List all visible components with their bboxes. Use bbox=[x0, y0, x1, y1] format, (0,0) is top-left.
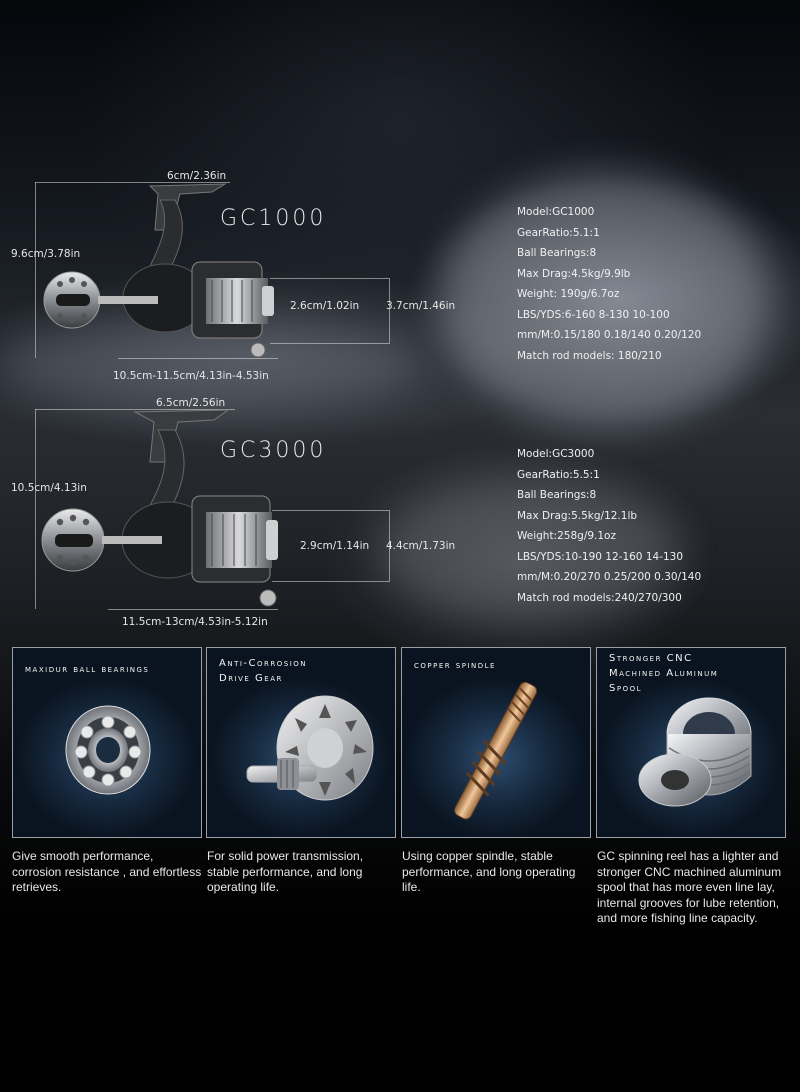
dim-line-bottom bbox=[118, 358, 278, 359]
dim-height-label: 9.6cm/3.78in bbox=[11, 248, 81, 260]
panel-title: copper spindle bbox=[414, 660, 496, 671]
spec-row: Model:GC1000 bbox=[517, 206, 595, 218]
spec-row: Weight: 190g/6.7oz bbox=[517, 288, 620, 300]
model-title-gc1000: GC1000 bbox=[220, 206, 327, 231]
dim-spool-height-label: 4.4cm/1.73in bbox=[386, 540, 456, 552]
specs-gc1000: Model:GC1000 GearRatio:5.1:1 Ball Bearin… bbox=[517, 202, 701, 366]
dim-line-bottom bbox=[108, 609, 278, 610]
dim-line-spool bbox=[270, 278, 390, 344]
spec-row: Ball Bearings:8 bbox=[517, 247, 597, 259]
spec-row: GearRatio:5.1:1 bbox=[517, 226, 600, 239]
dim-line-width bbox=[35, 182, 230, 183]
spec-row: mm/M:0.15/180 0.18/140 0.20/120 bbox=[517, 329, 702, 341]
dim-spool-dia-label: 2.9cm/1.14in bbox=[300, 540, 370, 552]
drive-gear-icon bbox=[246, 695, 374, 801]
spec-row: Model:GC3000 bbox=[517, 448, 595, 460]
spinning-reel-image bbox=[43, 183, 274, 358]
spec-row: Match rod models: 180/210 bbox=[517, 349, 662, 362]
spec-row: Ball Bearings:8 bbox=[517, 489, 597, 501]
spec-row: Max Drag:4.5kg/9.9lb bbox=[517, 267, 631, 280]
spec-row: Match rod models:240/270/300 bbox=[517, 591, 682, 604]
spec-row: Weight:258g/9.1oz bbox=[517, 530, 616, 542]
spec-row: Max Drag:5.5kg/12.1lb bbox=[517, 509, 638, 522]
reel-gc3000: 6.5cm/2.56in 10.5cm/4.13in 2.9cm/1.14in … bbox=[11, 397, 701, 628]
dim-spool-height-label: 3.7cm/1.46in bbox=[386, 300, 456, 312]
dim-width-label: 6.5cm/2.56in bbox=[156, 397, 226, 409]
feature-panel-gear: Anti-Corrosion Drive Gear bbox=[206, 647, 396, 838]
feature-desc-bearings: Give smooth performance, corrosion resis… bbox=[12, 849, 202, 894]
model-title-gc3000: GC3000 bbox=[220, 438, 327, 463]
dim-length-label: 11.5cm-13cm/4.53in-5.12in bbox=[122, 616, 268, 628]
ball-bearing-icon bbox=[65, 705, 151, 795]
dim-line-spool bbox=[272, 510, 390, 582]
dim-length-label: 10.5cm-11.5cm/4.13in-4.53in bbox=[113, 370, 269, 382]
dim-line-height bbox=[35, 182, 36, 358]
dim-width-label: 6cm/2.36in bbox=[167, 170, 227, 182]
specs-gc3000: Model:GC3000 GearRatio:5.5:1 Ball Bearin… bbox=[517, 444, 701, 608]
feature-desc-spindle: Using copper spindle, stable performance… bbox=[402, 849, 576, 894]
reel-gc1000: 6cm/2.36in 9.6cm/3.78in 2.6cm/1.02in 3.7… bbox=[0, 0, 800, 400]
dim-line-width bbox=[35, 409, 235, 410]
spec-row: LBS/YDS:6-160 8-130 10-100 bbox=[517, 308, 670, 321]
spec-row: GearRatio:5.5:1 bbox=[517, 468, 600, 481]
spinning-reel-image bbox=[41, 409, 278, 607]
feature-desc-spool: GC spinning reel has a lighter and stron… bbox=[597, 849, 782, 925]
aluminum-spool-icon bbox=[638, 697, 752, 807]
feature-panel-spool: Stronger CNC Machined Aluminum Spool bbox=[596, 647, 786, 838]
panel-title: maxidur ball bearings bbox=[25, 664, 150, 675]
dim-height-label: 10.5cm/4.13in bbox=[11, 482, 87, 494]
feature-desc-gear: For solid power transmission, stable per… bbox=[207, 849, 364, 894]
dim-line-height bbox=[35, 409, 36, 609]
feature-panel-spindle: copper spindle bbox=[401, 647, 591, 838]
feature-panel-bearings: maxidur ball bearings bbox=[12, 647, 202, 838]
panel-title: Anti-Corrosion Drive Gear bbox=[219, 658, 308, 684]
dim-spool-dia-label: 2.6cm/1.02in bbox=[290, 300, 360, 312]
spec-row: mm/M:0.20/270 0.25/200 0.30/140 bbox=[517, 571, 702, 583]
panel-title: Stronger CNC Machined Aluminum Spool bbox=[609, 653, 719, 694]
spec-row: LBS/YDS:10-190 12-160 14-130 bbox=[517, 550, 684, 563]
copper-spindle-icon bbox=[454, 681, 538, 820]
